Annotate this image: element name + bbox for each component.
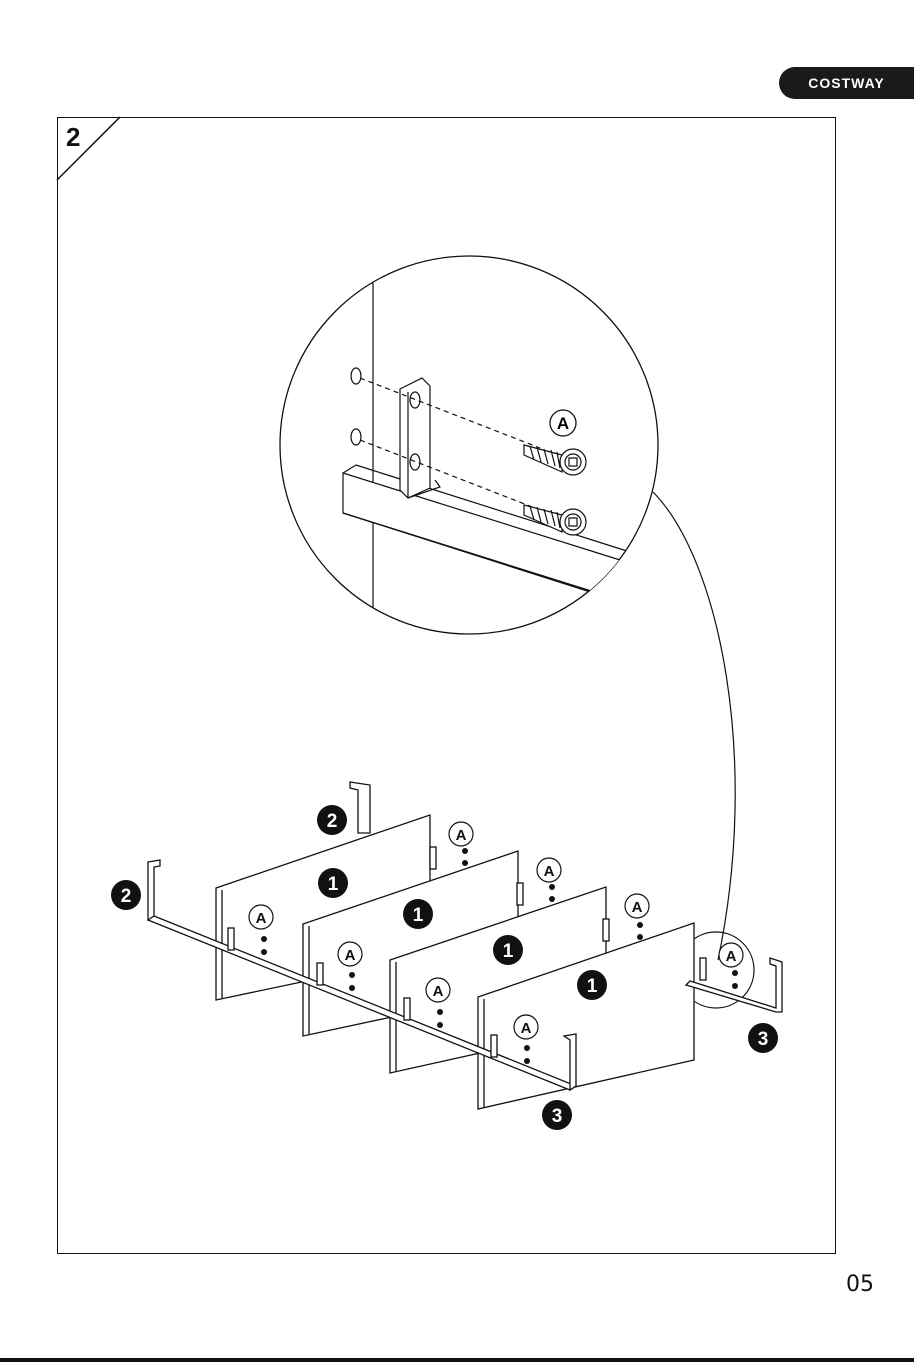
screw-label: A — [256, 910, 267, 927]
part-label: 2 — [121, 886, 132, 907]
part-label: 1 — [328, 874, 339, 895]
screw-label: A — [544, 863, 555, 880]
part-label: 3 — [552, 1106, 563, 1127]
side-frame-front — [148, 860, 160, 920]
screw-label: A — [726, 948, 737, 965]
detail-view: A — [280, 250, 700, 640]
part-label: 1 — [587, 976, 598, 997]
screw-label: A — [345, 947, 356, 964]
part-label: 1 — [503, 941, 514, 962]
callout-line — [653, 492, 735, 960]
screw-label: A — [521, 1020, 532, 1037]
page-number: 05 — [846, 1272, 874, 1297]
screw-label: A — [632, 899, 643, 916]
step-corner-line — [57, 117, 120, 180]
part-label: 3 — [758, 1029, 769, 1050]
part-label: 2 — [327, 811, 338, 832]
screw-label: A — [557, 414, 569, 433]
screw-label: A — [456, 827, 467, 844]
side-frame-back — [350, 782, 370, 833]
part-label: 1 — [413, 905, 424, 926]
screw-label: A — [433, 983, 444, 1000]
bottom-rule — [0, 1358, 914, 1362]
